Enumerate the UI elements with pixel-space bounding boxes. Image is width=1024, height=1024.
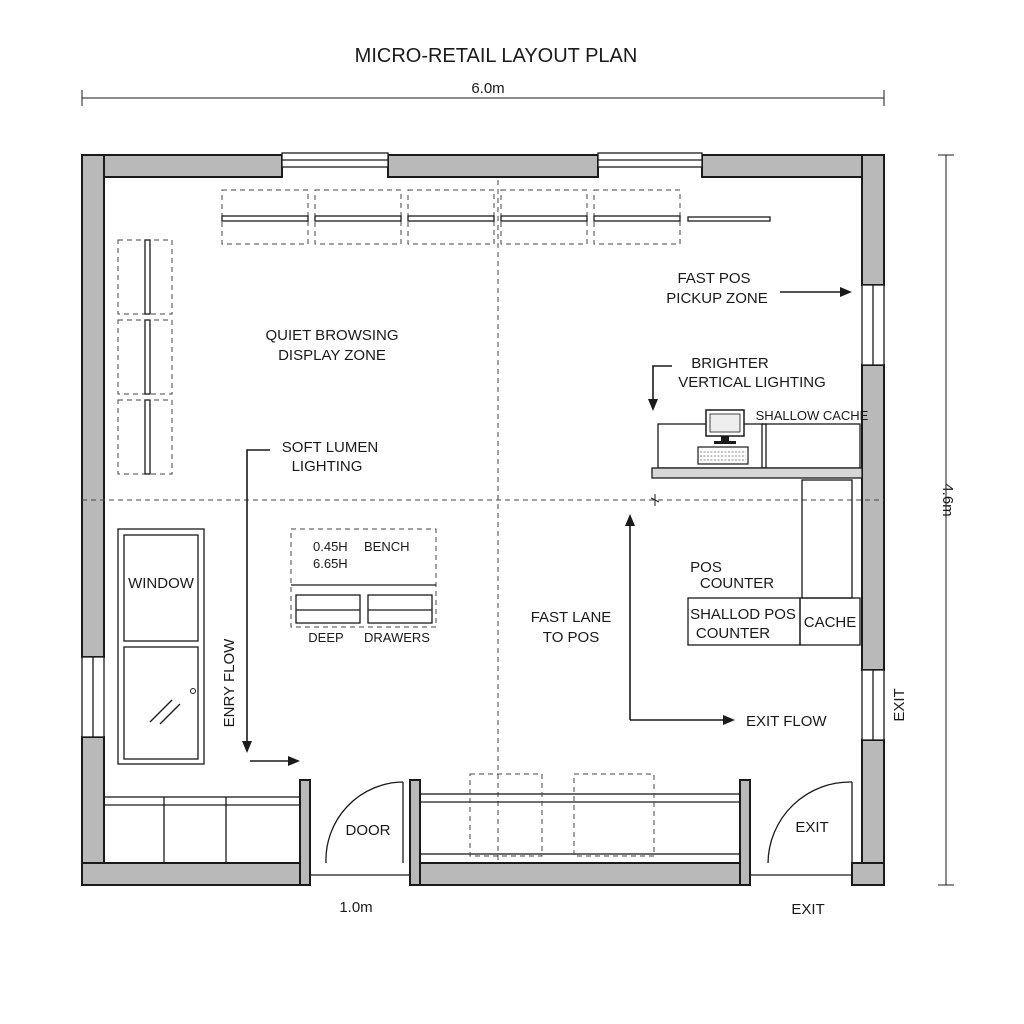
- window-label: WINDOW: [128, 575, 195, 592]
- shallod-pos-label-1: SHALLOD POS: [690, 606, 796, 623]
- door-width-label: 1.0m: [339, 899, 372, 916]
- fast-pos-label-2: PICKUP ZONE: [666, 290, 767, 307]
- cache-label: CACHE: [804, 614, 857, 631]
- keyboard-icon: [697, 446, 749, 465]
- walls: [81, 154, 885, 886]
- pos-counter-label-1: POS: [690, 559, 722, 576]
- bench-height-2: 6.65H: [313, 556, 348, 571]
- axis-marker: [650, 494, 660, 506]
- brighter-label-1: BRIGHTER: [691, 355, 769, 372]
- entry-flow-arrow: [242, 449, 270, 753]
- drawers-label: DRAWERS: [364, 630, 430, 645]
- door: [310, 781, 410, 876]
- exit-flow-arrow: [625, 514, 735, 725]
- pickup-arrow: [780, 287, 852, 297]
- plan-title: MICRO-RETAIL LAYOUT PLAN: [355, 45, 638, 67]
- shallod-pos-label-2: COUNTER: [696, 625, 770, 642]
- pos-desk: [651, 423, 863, 479]
- exit-side-label: EXIT: [891, 688, 908, 721]
- fast-lane-label-1: FAST LANE: [531, 609, 612, 626]
- bottom-left-cabinets: [103, 796, 301, 864]
- entry-flow-arrow-short: [250, 756, 300, 766]
- fast-pos-label-1: FAST POS: [677, 270, 750, 287]
- quiet-browsing-label-1: QUIET BROWSING: [265, 327, 398, 344]
- bench-label: BENCH: [364, 539, 410, 554]
- wall-windows: [81, 152, 885, 741]
- monitor-icon: [705, 409, 745, 444]
- right-cabinet: [801, 479, 853, 599]
- brighter-label-2: VERTICAL LIGHTING: [678, 374, 826, 391]
- shallod-pos-counter: [687, 597, 861, 646]
- shallow-cache-label: SHALLOW CACHE: [756, 408, 869, 423]
- lighting-arrow: [648, 365, 672, 411]
- entry-flow-label: ENRY FLOW: [221, 638, 238, 727]
- soft-lumen-label-2: LIGHTING: [292, 458, 363, 475]
- exit-door: [750, 781, 853, 876]
- height-dimension: 4.6m: [938, 154, 956, 886]
- width-label: 6.0m: [471, 80, 504, 97]
- exit-bottom-label: EXIT: [791, 901, 824, 918]
- soft-lumen-label-1: SOFT LUMEN: [282, 439, 378, 456]
- width-dimension: 6.0m: [81, 80, 885, 106]
- exit-flow-label: EXIT FLOW: [746, 713, 827, 730]
- window-cabinet: [117, 528, 205, 765]
- top-display-shelves: [221, 189, 771, 245]
- door-label: DOOR: [346, 822, 391, 839]
- exit-inside-label: EXIT: [795, 819, 828, 836]
- bench: [290, 528, 437, 628]
- quiet-browsing-label-2: DISPLAY ZONE: [278, 347, 386, 364]
- fast-lane-label-2: TO POS: [543, 629, 599, 646]
- height-label: 4.6m: [939, 483, 956, 516]
- deep-label: DEEP: [308, 630, 343, 645]
- bottom-middle-cabinets: [419, 773, 741, 857]
- left-display-shelves: [117, 239, 173, 475]
- pos-counter-label-2: COUNTER: [700, 575, 774, 592]
- bench-height-1: 0.45H: [313, 539, 348, 554]
